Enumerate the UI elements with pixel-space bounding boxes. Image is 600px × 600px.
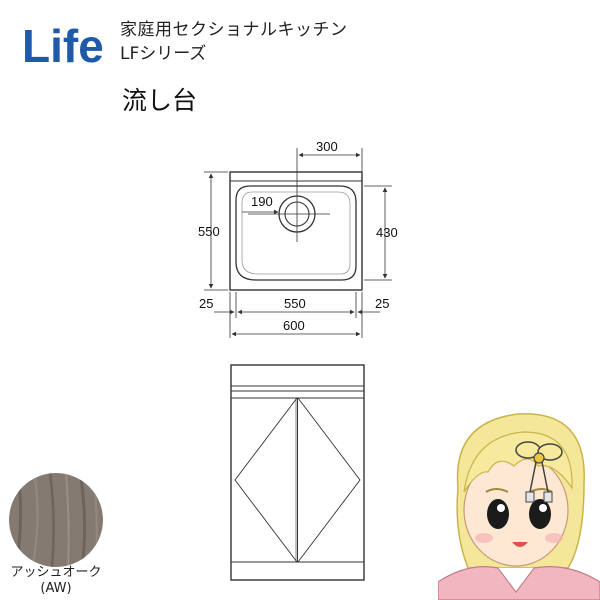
dim-label-550-width: 550 <box>284 296 306 311</box>
dim-label-430: 430 <box>376 225 398 240</box>
dim-bottom-row: 25 550 25 600 <box>199 292 389 338</box>
dim-label-600: 600 <box>283 318 305 333</box>
swatch-label-code: (AW) <box>40 581 72 596</box>
series-subtitle: LFシリーズ <box>120 44 207 64</box>
dim-label-300: 300 <box>316 139 338 154</box>
left-door-swing-lines <box>234 397 298 563</box>
dim-label-25-left: 25 <box>199 296 213 311</box>
sink-plan-view <box>229 171 363 291</box>
hair-ornament <box>515 441 563 503</box>
dim-bowl-depth: 430 <box>364 185 398 281</box>
dim-depth: 550 <box>198 171 228 291</box>
dim-drain-offset: 190 <box>242 194 279 215</box>
right-door-swing-lines <box>297 397 361 563</box>
series-title: 家庭用セクショナルキッチン <box>120 20 348 40</box>
life-logo: Life <box>20 18 102 70</box>
sink-bowl <box>235 185 357 281</box>
dim-label-25-right: 25 <box>375 296 389 311</box>
dim-label-550-depth: 550 <box>198 224 220 239</box>
swatch-label-name: アッシュオーク <box>10 565 102 580</box>
logo-text: Life <box>22 20 102 70</box>
color-swatch-ash-oak <box>9 473 103 567</box>
swatch-label: アッシュオーク (AW) <box>0 565 112 597</box>
dim-drain-width: 300 <box>296 139 363 190</box>
dim-label-190: 190 <box>251 194 273 209</box>
mascot-illustration <box>438 413 600 600</box>
cabinet-front-view <box>230 364 365 581</box>
product-name: 流し台 <box>122 86 198 115</box>
